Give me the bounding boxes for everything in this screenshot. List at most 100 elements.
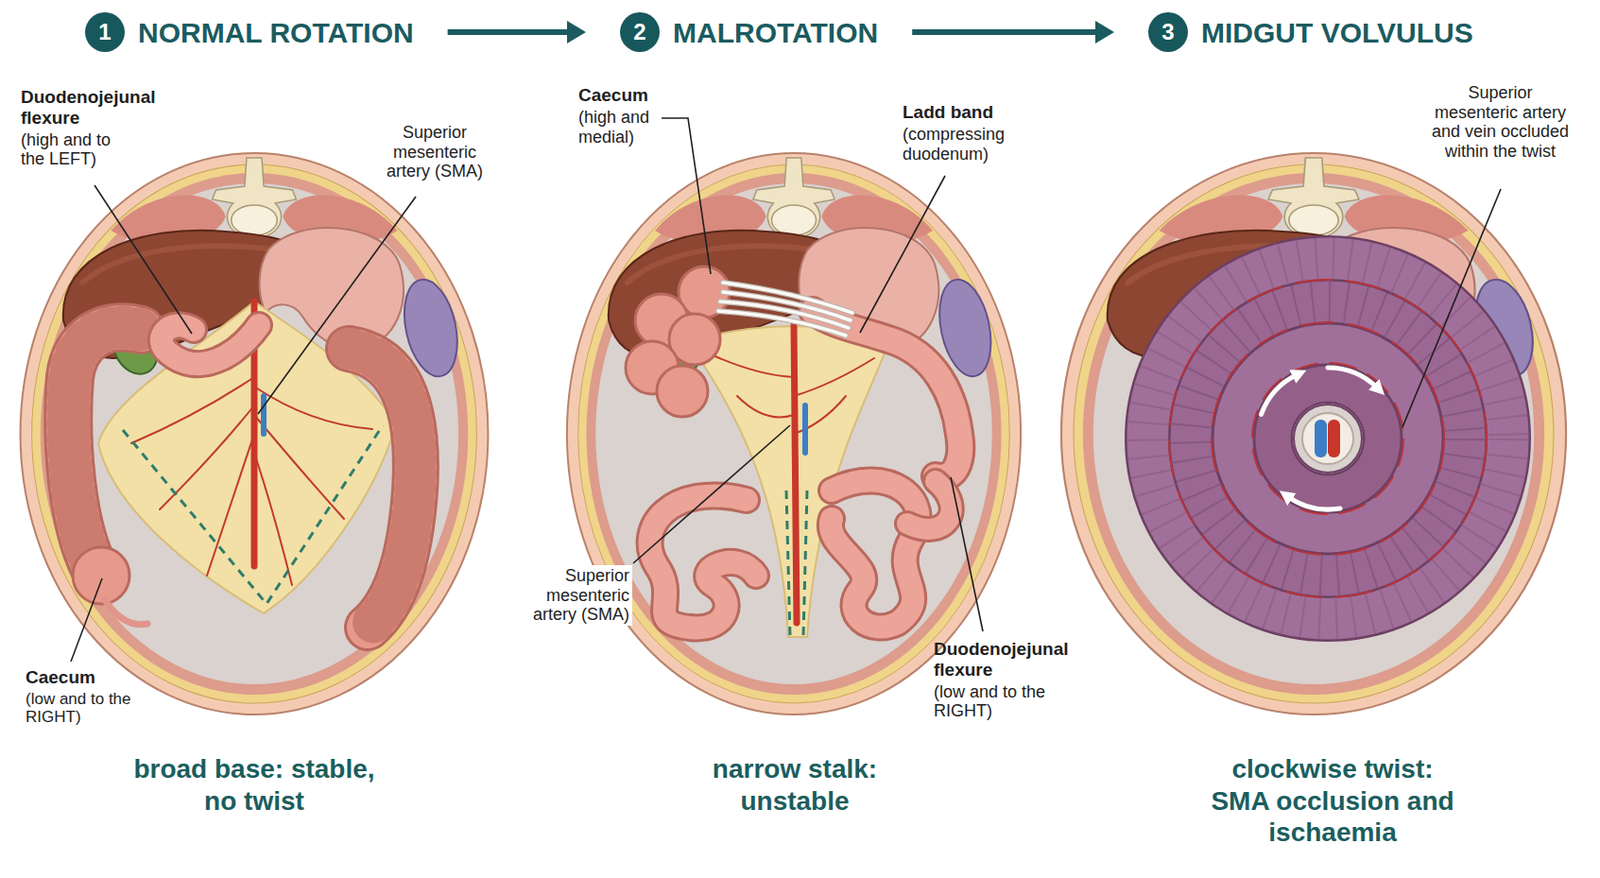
normal-midgut bbox=[131, 377, 255, 444]
malrotated-midgut bbox=[708, 353, 794, 378]
volvulus bbox=[1148, 258, 1508, 619]
leader-line bbox=[258, 196, 416, 414]
malrotated-midgut bbox=[812, 310, 961, 478]
volvulus bbox=[1148, 258, 1508, 619]
vessel-ring bbox=[1302, 412, 1354, 465]
part-name: Superior mesenteric artery (SMA) bbox=[374, 122, 496, 182]
volvulus bbox=[1211, 322, 1445, 555]
superior-mesenteric-artery bbox=[793, 325, 797, 623]
normal-midgut bbox=[206, 433, 255, 576]
volvulus bbox=[1233, 344, 1423, 534]
normal-midgut bbox=[68, 301, 416, 628]
volvulus bbox=[1190, 301, 1465, 576]
normal-midgut bbox=[161, 325, 259, 364]
abdomen-cross-section bbox=[20, 153, 489, 715]
normal-midgut bbox=[348, 348, 416, 628]
panel-heading: 3MIDGUT VOLVULUS bbox=[1148, 12, 1474, 52]
duodenum bbox=[812, 310, 961, 478]
malrotated-midgut bbox=[793, 358, 875, 396]
volvulus bbox=[1169, 279, 1487, 598]
part-note: (high and to the LEFT) bbox=[20, 130, 139, 170]
volvulus bbox=[1233, 344, 1423, 534]
volvulus bbox=[1252, 362, 1404, 515]
abdomen-cross-section bbox=[567, 153, 1021, 715]
small-bowel-loops bbox=[650, 481, 952, 629]
arrow-shaft bbox=[911, 29, 1098, 35]
malrotated-midgut bbox=[737, 395, 794, 418]
normal-midgut bbox=[254, 414, 345, 519]
leader-line bbox=[1402, 189, 1501, 428]
malrotated-midgut bbox=[718, 282, 853, 336]
part-note: (compressing duodenum) bbox=[902, 124, 1026, 164]
malrotated-midgut bbox=[650, 495, 757, 628]
panel-heading: 2 MALROTATION bbox=[619, 12, 878, 52]
step-number: 1 bbox=[85, 12, 125, 52]
part-note: (high and medial) bbox=[578, 107, 673, 147]
superior-mesenteric-vein bbox=[802, 405, 809, 453]
malrotated-midgut bbox=[718, 282, 853, 336]
volvulus bbox=[1190, 301, 1465, 576]
superior-mesenteric-artery bbox=[1327, 419, 1341, 458]
arrow-head bbox=[567, 20, 586, 44]
arrow-head bbox=[1095, 20, 1115, 44]
ladd-band bbox=[718, 282, 853, 336]
malrotated-midgut bbox=[830, 481, 919, 628]
abdomen-cross-section bbox=[1061, 153, 1566, 715]
malrotated-midgut bbox=[650, 495, 757, 628]
part-name: Duodenojejunal flexure bbox=[933, 638, 1090, 681]
normal-midgut bbox=[68, 326, 141, 576]
caecum bbox=[625, 266, 730, 417]
normal-midgut bbox=[68, 326, 141, 576]
part-name: Superior mesenteric artery and vein occl… bbox=[1427, 83, 1574, 162]
part-note: (low and to the RIGHT) bbox=[25, 689, 135, 727]
volvulus bbox=[1261, 374, 1299, 414]
part-name: Superior mesenteric artery (SMA) bbox=[503, 565, 633, 626]
step-title: NORMAL ROTATION bbox=[137, 17, 414, 49]
flow-arrow bbox=[447, 20, 586, 44]
step-number: 2 bbox=[619, 12, 660, 52]
normal-midgut bbox=[254, 386, 373, 430]
arrow-shaft bbox=[447, 29, 569, 35]
part-name: Caecum bbox=[25, 667, 130, 689]
twisted-bowel-ring bbox=[1148, 258, 1508, 619]
twist-arrow bbox=[1261, 367, 1379, 510]
volvulus bbox=[1287, 496, 1341, 510]
leader-line bbox=[633, 425, 791, 564]
appendix bbox=[104, 600, 148, 625]
leader-line bbox=[950, 477, 983, 632]
normal-midgut bbox=[348, 348, 416, 628]
flow-arrow bbox=[911, 20, 1115, 44]
panel-heading: 1 NORMAL ROTATION bbox=[85, 12, 414, 52]
leader-line bbox=[70, 578, 103, 662]
descending-colon bbox=[348, 348, 416, 628]
mesentery-stalk-line bbox=[786, 490, 808, 637]
mesenteric-vessel bbox=[1169, 279, 1487, 598]
twist-centre bbox=[1293, 404, 1362, 473]
malrotated-midgut bbox=[656, 365, 708, 417]
volvulus bbox=[1327, 367, 1378, 389]
leader-line bbox=[70, 118, 1501, 662]
panel-caption: broad base: stable, no twist bbox=[121, 753, 387, 817]
malrotated-midgut bbox=[907, 481, 952, 530]
normal-midgut bbox=[161, 325, 259, 364]
normal-midgut bbox=[254, 452, 293, 585]
malrotated-midgut bbox=[793, 395, 846, 434]
volvulus bbox=[1148, 258, 1508, 619]
leader-line bbox=[860, 175, 946, 333]
normal-midgut bbox=[348, 348, 416, 628]
ascending-colon bbox=[68, 326, 141, 576]
volvulus bbox=[1190, 301, 1465, 576]
malrotated-midgut bbox=[625, 266, 961, 637]
part-name: Duodenojejunal flexure bbox=[20, 86, 182, 129]
mesentery-base-line bbox=[122, 425, 383, 604]
caecum bbox=[72, 547, 130, 604]
malrotated-midgut bbox=[812, 310, 961, 478]
step-title: MIDGUT VOLVULUS bbox=[1201, 17, 1474, 49]
duodenum bbox=[161, 325, 259, 364]
malrotated-midgut bbox=[907, 481, 952, 530]
step-title: MALROTATION bbox=[672, 17, 878, 49]
panel-caption: clockwise twist: SMA occlusion and ischa… bbox=[1205, 753, 1460, 849]
